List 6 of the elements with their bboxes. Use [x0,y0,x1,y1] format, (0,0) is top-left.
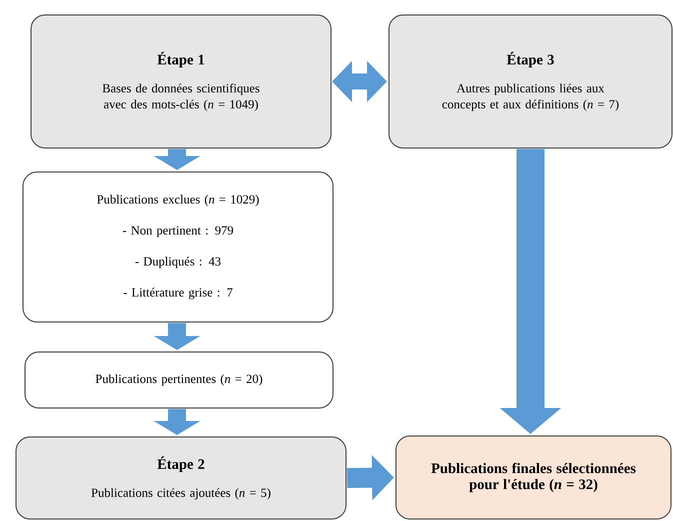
process-box: Publications pertinentes (n = 20) [24,352,334,408]
process-box: Étape 2 Publications citées ajoutées (n = 5) [16,436,346,520]
process-box: Publications exclues (n = 1029) - Non pertinent : 979 - Dupliqués : 43 - Littérature grise : 7 [22,172,334,322]
process-box: Étape 3 Autres publications liées aux concepts et aux définitions (n = 7) [388,14,672,148]
process-box: Étape 1 Bases de données scientifiques avec des mots-clés (n = 1049) [30,14,332,148]
process-box: Publications finales sélectionnées pour l'étude (n = 32) [396,436,672,520]
